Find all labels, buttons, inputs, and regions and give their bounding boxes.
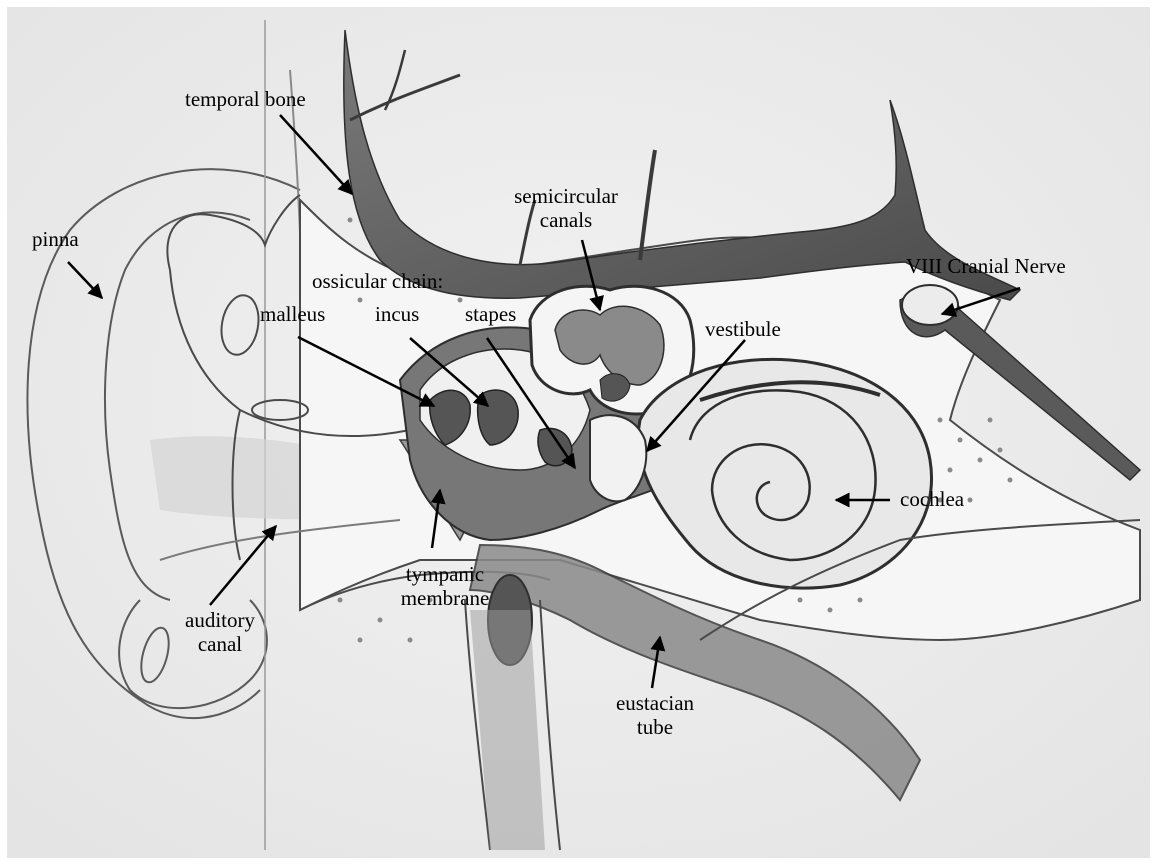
label-auditory-line1: auditory	[165, 608, 275, 632]
label-tympanic-line2: membrane	[385, 586, 505, 610]
label-eustacian-tube: eustacian tube	[600, 691, 710, 739]
label-pinna: pinna	[32, 227, 79, 251]
label-semicircular-line2: canals	[506, 208, 626, 232]
label-stapes: stapes	[465, 302, 516, 326]
label-tympanic-membrane: tympanic membrane	[385, 562, 505, 610]
label-semicircular-canals: semicircular canals	[506, 184, 626, 232]
label-ossicular-chain: ossicular chain:	[312, 269, 443, 293]
label-eustacian-line1: eustacian	[600, 691, 710, 715]
label-viii-cranial-nerve: VIII Cranial Nerve	[906, 254, 1066, 278]
label-vestibule: vestibule	[705, 317, 781, 341]
label-eustacian-line2: tube	[600, 715, 710, 739]
label-temporal-bone: temporal bone	[185, 87, 306, 111]
label-incus: incus	[375, 302, 419, 326]
label-auditory-canal: auditory canal	[165, 608, 275, 656]
label-cochlea: cochlea	[900, 487, 964, 511]
label-semicircular-line1: semicircular	[506, 184, 626, 208]
label-tympanic-line1: tympanic	[385, 562, 505, 586]
label-auditory-line2: canal	[165, 632, 275, 656]
label-malleus: malleus	[260, 302, 325, 326]
